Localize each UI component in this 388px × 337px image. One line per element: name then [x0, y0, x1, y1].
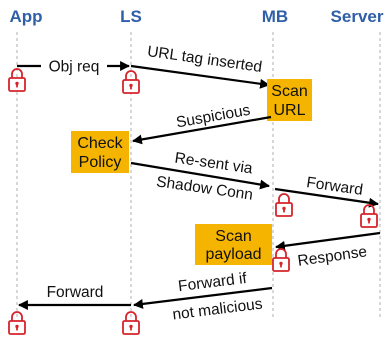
padlock-icon: [8, 68, 26, 92]
column-title-mb: MB: [262, 7, 288, 26]
label-obj-req: Obj req: [49, 59, 100, 76]
column-title-ls: LS: [120, 7, 142, 26]
column-title-app: App: [9, 7, 42, 26]
scan-url-line1: Scan: [271, 83, 307, 100]
scan-url-line2: URL: [273, 102, 305, 119]
check-policy-line2: Policy: [79, 154, 122, 171]
label-response: Response: [297, 243, 368, 270]
scan-payload-box: [195, 224, 272, 265]
padlock-icon: [272, 248, 290, 272]
label-forward-to-app: Forward: [47, 284, 104, 301]
check-policy-line1: Check: [77, 135, 123, 152]
arrow-suspicious: [132, 115, 272, 145]
arrow-forward-if-not-malicious: [133, 286, 273, 309]
arrow-response: [275, 231, 381, 251]
arrow-forward-to-server: [274, 187, 379, 208]
padlock-icon: [275, 193, 293, 217]
scan-payload-line2: payload: [205, 246, 261, 263]
scan-url-box: [267, 79, 312, 121]
scan-payload-line1: Scan: [215, 228, 251, 245]
label-resent-line1: Re-sent via: [174, 150, 254, 178]
arrow-url-tag-inserted: [130, 64, 270, 89]
column-title-server: Server: [331, 7, 384, 26]
arrow-resent-shadow-conn: [130, 161, 270, 190]
padlock-icon: [360, 204, 378, 228]
label-bg: [41, 56, 107, 76]
check-policy-box: [71, 131, 129, 173]
label-resent-line2: Shadow Conn: [155, 173, 254, 203]
